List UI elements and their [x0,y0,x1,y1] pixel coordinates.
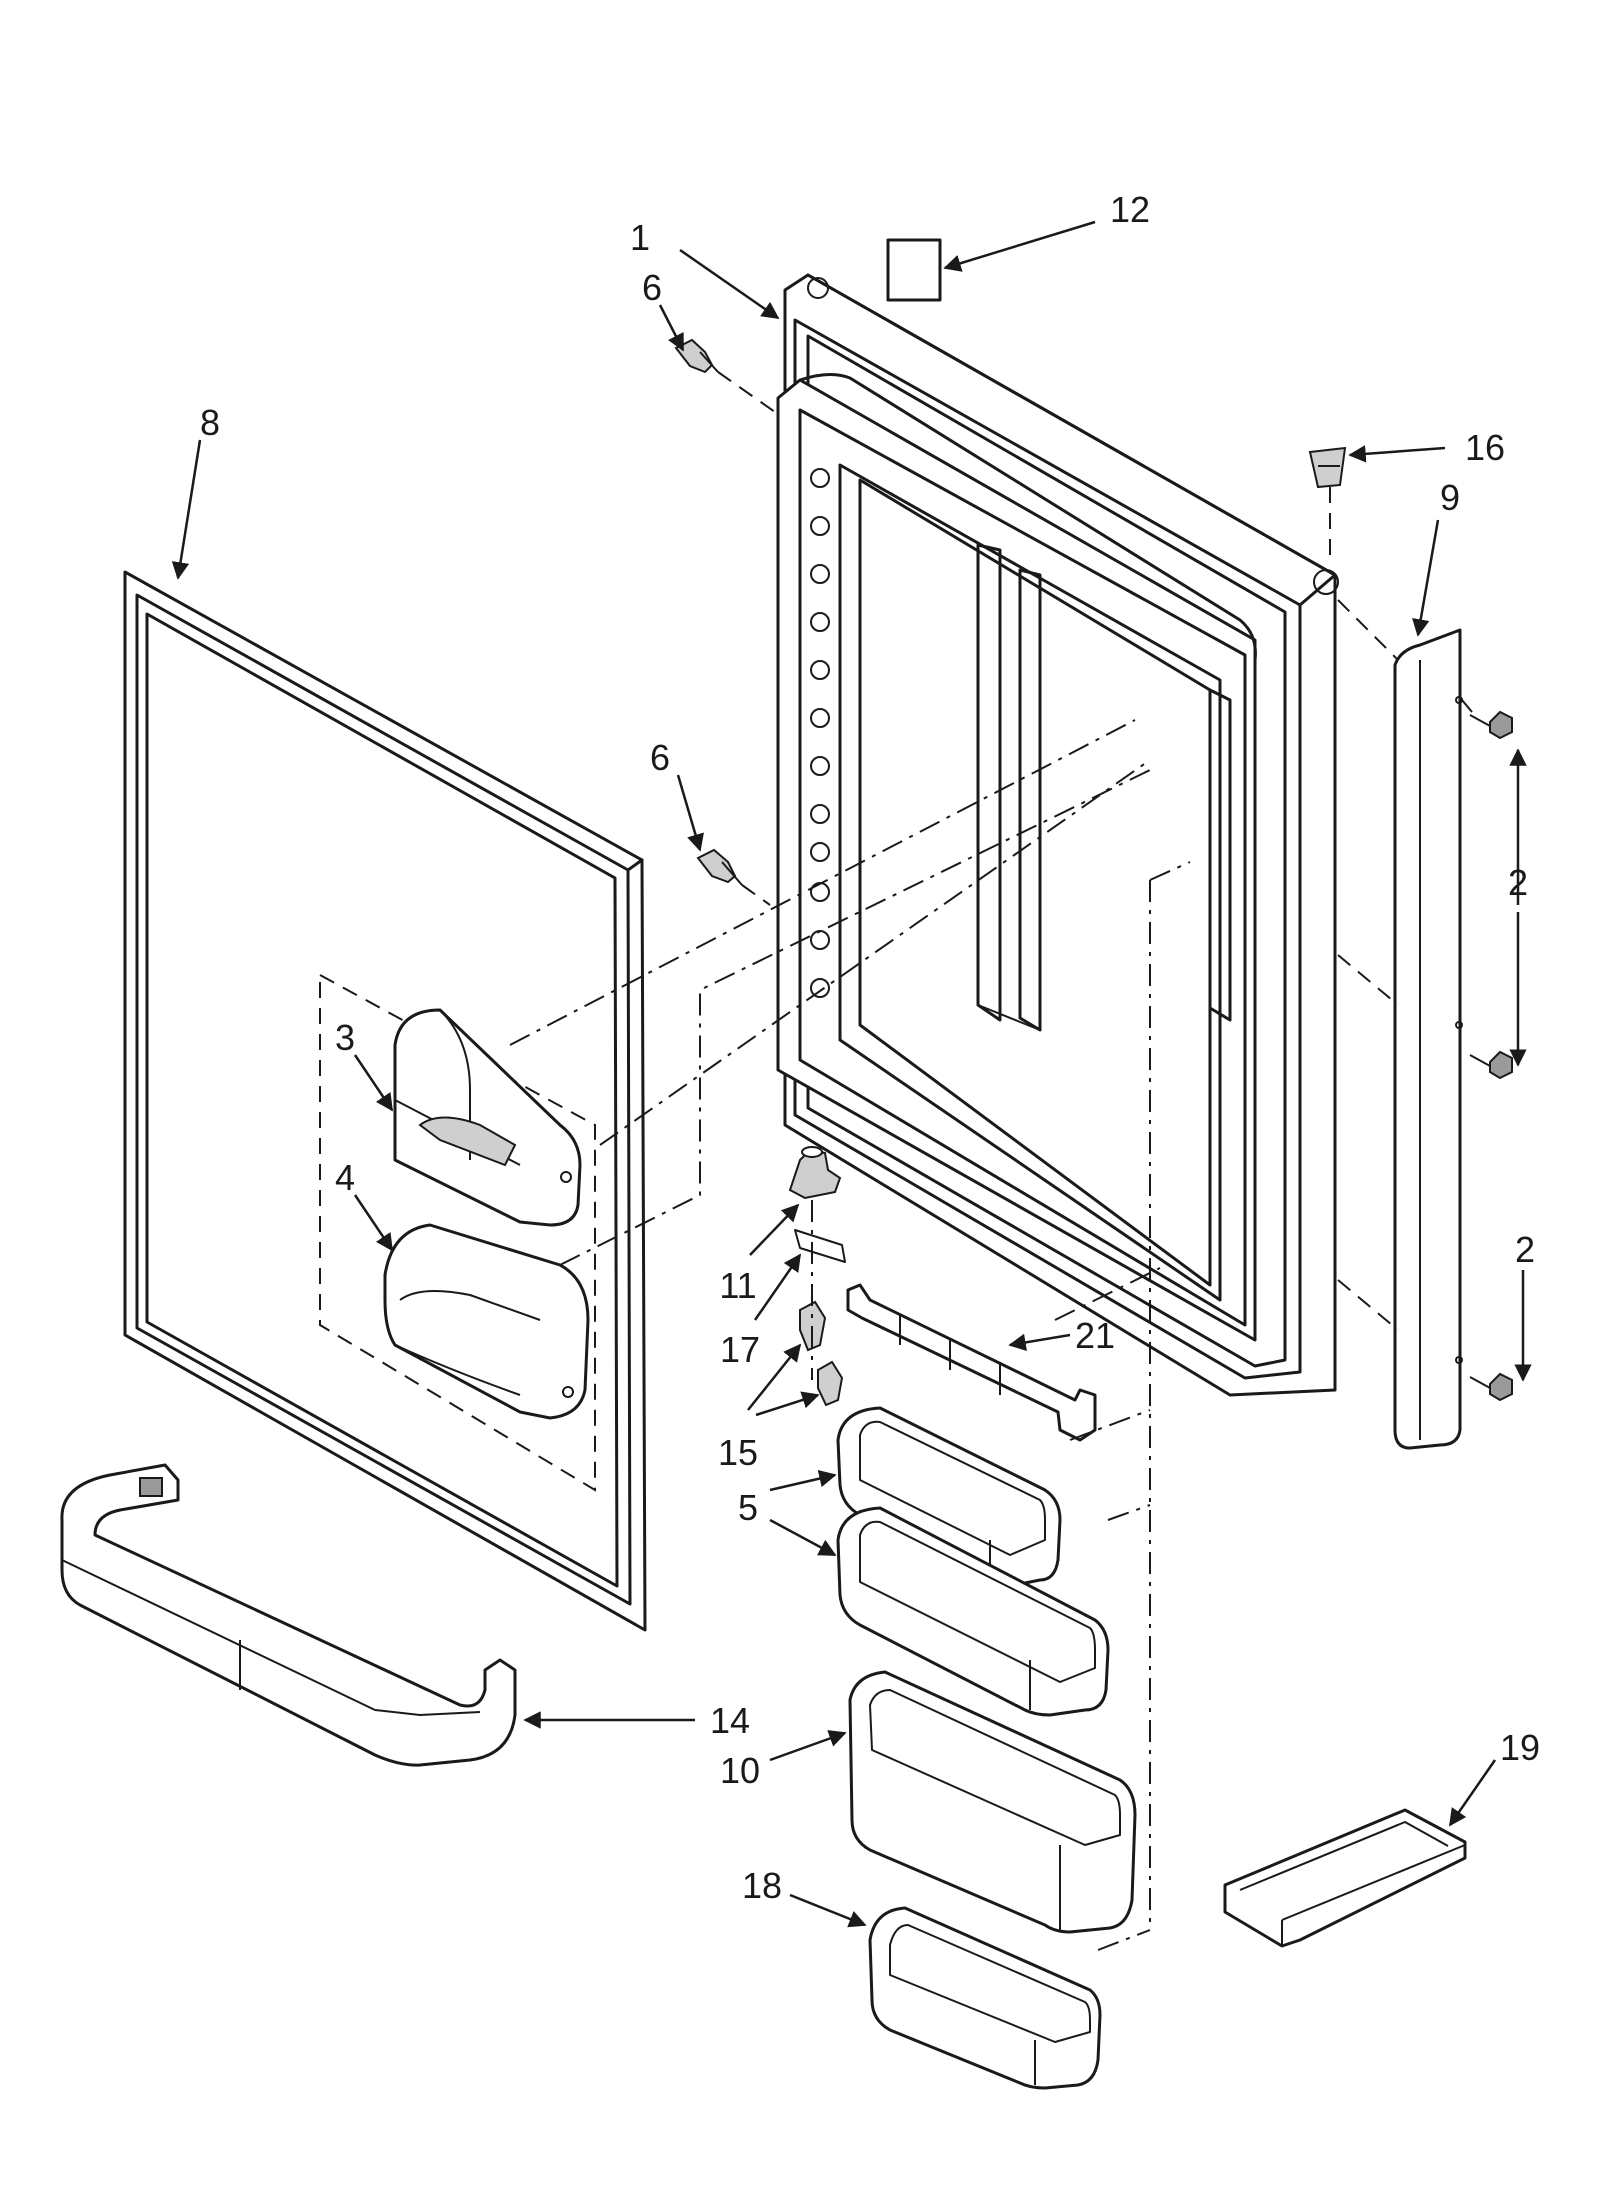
callout-4: 4 [335,1157,355,1198]
dispenser-lower-bin [383,1223,590,1420]
door-bin-large [848,1670,1137,1934]
callout-5: 5 [738,1487,758,1528]
callout-6-middle: 6 [650,737,670,778]
callout-2-lower: 2 [1515,1229,1535,1270]
bin-rail [846,1283,1097,1442]
callout-15: 15 [718,1432,758,1473]
dairy-tray [1223,1808,1467,1948]
callout-17: 17 [720,1329,760,1370]
door-bottom-trim [60,1463,517,1767]
callout-9: 9 [1440,477,1460,518]
callout-18: 18 [742,1865,782,1906]
trim-screw-bottom [1469,1372,1513,1402]
callout-12: 12 [1110,189,1150,230]
dispenser-upper-cover [393,1008,582,1227]
callout-6-top: 6 [642,267,662,308]
inner-door-liner [776,273,1339,1397]
callout-8: 8 [200,402,220,443]
trim-screw-middle [1469,1050,1513,1080]
callout-16: 16 [1465,427,1505,468]
callout-21: 21 [1075,1315,1115,1356]
callout-11: 11 [719,1265,756,1306]
callout-19: 19 [1500,1727,1540,1768]
callout-1: 1 [630,217,650,258]
hinge-screw-lower [817,1360,844,1407]
hinge-shim [794,1229,846,1263]
screw-top [674,338,719,374]
leader-lines [171,220,1532,1928]
side-handle-trim [1393,628,1463,1450]
trim-screw-top [1469,710,1513,740]
door-bin-lower [836,1506,1110,1717]
assembly-alignment-lines [509,371,1473,1951]
hinge-plug [1308,446,1347,489]
door-bin-small [868,1906,1102,2090]
callout-2-upper: 2 [1508,862,1528,903]
callout-10: 10 [720,1750,760,1791]
label-sticker [886,238,942,302]
liner-shelf-bumps [810,468,830,998]
screw-middle [696,848,743,886]
lower-hinge-pin [788,1146,842,1200]
callout-14: 14 [710,1700,750,1741]
callout-3: 3 [335,1017,355,1058]
callout-labels: 1 6 12 8 16 9 6 2 3 4 11 2 21 17 15 5 14… [200,189,1540,1906]
